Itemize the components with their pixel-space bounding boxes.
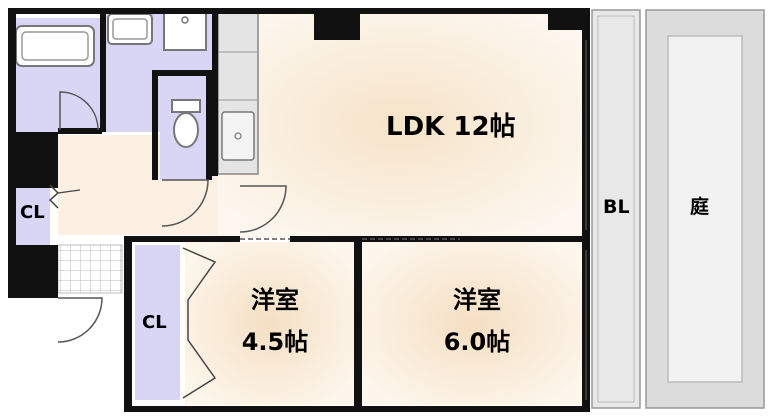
closet-bedroom-label: CL [142, 312, 167, 333]
room-large-size: 6.0帖 [443, 328, 511, 356]
entrance-door-swing [57, 297, 103, 343]
kitchen-sink-icon [221, 111, 255, 161]
closet-door-entry [48, 184, 60, 209]
room-large-name: 洋室 [453, 286, 501, 314]
balcony-area [591, 9, 641, 409]
room-small-size: 4.5帖 [241, 328, 309, 356]
entrance-tile [57, 244, 123, 294]
room-small-label: 洋室 4.5帖 [230, 288, 320, 354]
toilet-door-swing [161, 179, 209, 227]
room-large-floor [362, 242, 584, 405]
room-large-label: 洋室 6.0帖 [432, 288, 522, 354]
balcony-label: BL [603, 196, 630, 218]
closet-bedroom [135, 245, 180, 400]
toilet-icon [171, 99, 201, 148]
washer-pan-icon [163, 11, 207, 51]
closet-entry-label: CL [20, 202, 45, 223]
garden-label: 庭 [690, 196, 710, 218]
room-small-name: 洋室 [251, 286, 299, 314]
ldk-floor [215, 10, 585, 238]
bath-door-swing [59, 91, 99, 131]
closet-door-bedroom [182, 247, 217, 399]
closet-entry [16, 185, 50, 245]
room-small-floor [185, 242, 355, 405]
ldk-label: LDK 12帖 [386, 112, 516, 142]
ldk-door-swing [239, 185, 287, 233]
